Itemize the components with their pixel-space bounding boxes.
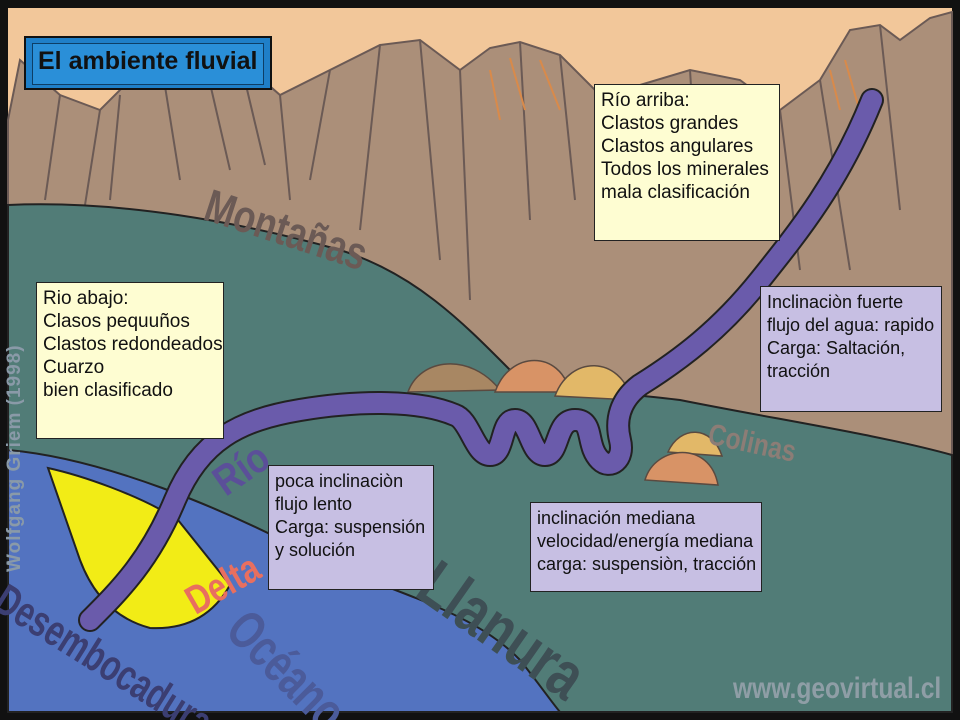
box-upstream-line: Todos los minerales bbox=[601, 159, 769, 180]
box-gentle-line: poca inclinaciòn bbox=[275, 471, 404, 491]
box-medium: inclinación mediana velocidad/energía me… bbox=[530, 502, 768, 598]
title-banner: El ambiente fluvial bbox=[24, 36, 272, 90]
box-medium-line: velocidad/energía mediana bbox=[537, 531, 754, 551]
hill-5 bbox=[644, 451, 719, 486]
box-gentle-line: flujo lento bbox=[275, 494, 353, 514]
box-downstream: Rio abajo: Clasos pequuños Clastos redon… bbox=[36, 282, 230, 445]
box-upstream-line: Río arriba: bbox=[601, 90, 690, 111]
box-steep-line: Carga: Saltación, bbox=[767, 338, 906, 358]
box-steep: Inclinaciòn fuerte flujo del agua: rapid… bbox=[760, 286, 948, 418]
box-downstream-line: Clastos redondeados bbox=[43, 334, 223, 355]
box-downstream-line: Cuarzo bbox=[43, 357, 105, 378]
box-upstream-line: Clastos grandes bbox=[601, 113, 739, 134]
box-downstream-line: bien clasificado bbox=[43, 380, 173, 401]
box-gentle-line: Carga: suspensión bbox=[275, 517, 426, 537]
author-credit: Wolfgang Griem (1998) bbox=[4, 344, 25, 572]
box-steep-line: Inclinaciòn fuerte bbox=[767, 292, 904, 312]
hill-4 bbox=[666, 431, 724, 457]
page-title: El ambiente fluvial bbox=[38, 47, 258, 75]
box-medium-line: inclinación mediana bbox=[537, 508, 696, 528]
box-downstream-line: Clasos pequuños bbox=[43, 311, 190, 332]
box-gentle: poca inclinaciòn flujo lento Carga: susp… bbox=[268, 465, 440, 596]
box-upstream-line: mala clasificación bbox=[601, 182, 750, 203]
box-medium-line: carga: suspensiòn, tracción bbox=[537, 554, 757, 574]
mountain-highlights bbox=[489, 57, 859, 121]
website-link: www.geovirtual.cl bbox=[733, 672, 942, 705]
box-steep-line: tracción bbox=[767, 361, 831, 381]
box-upstream: Río arriba: Clastos grandes Clastos angu… bbox=[594, 84, 786, 247]
mountain-ridges bbox=[44, 24, 901, 301]
hill-1 bbox=[406, 363, 502, 393]
box-gentle-line: y solución bbox=[275, 540, 356, 560]
river-water bbox=[80, 90, 882, 630]
box-upstream-line: Clastos angulares bbox=[601, 136, 754, 157]
box-steep-line: flujo del agua: rapido bbox=[767, 315, 935, 335]
box-downstream-line: Rio abajo: bbox=[43, 288, 129, 309]
